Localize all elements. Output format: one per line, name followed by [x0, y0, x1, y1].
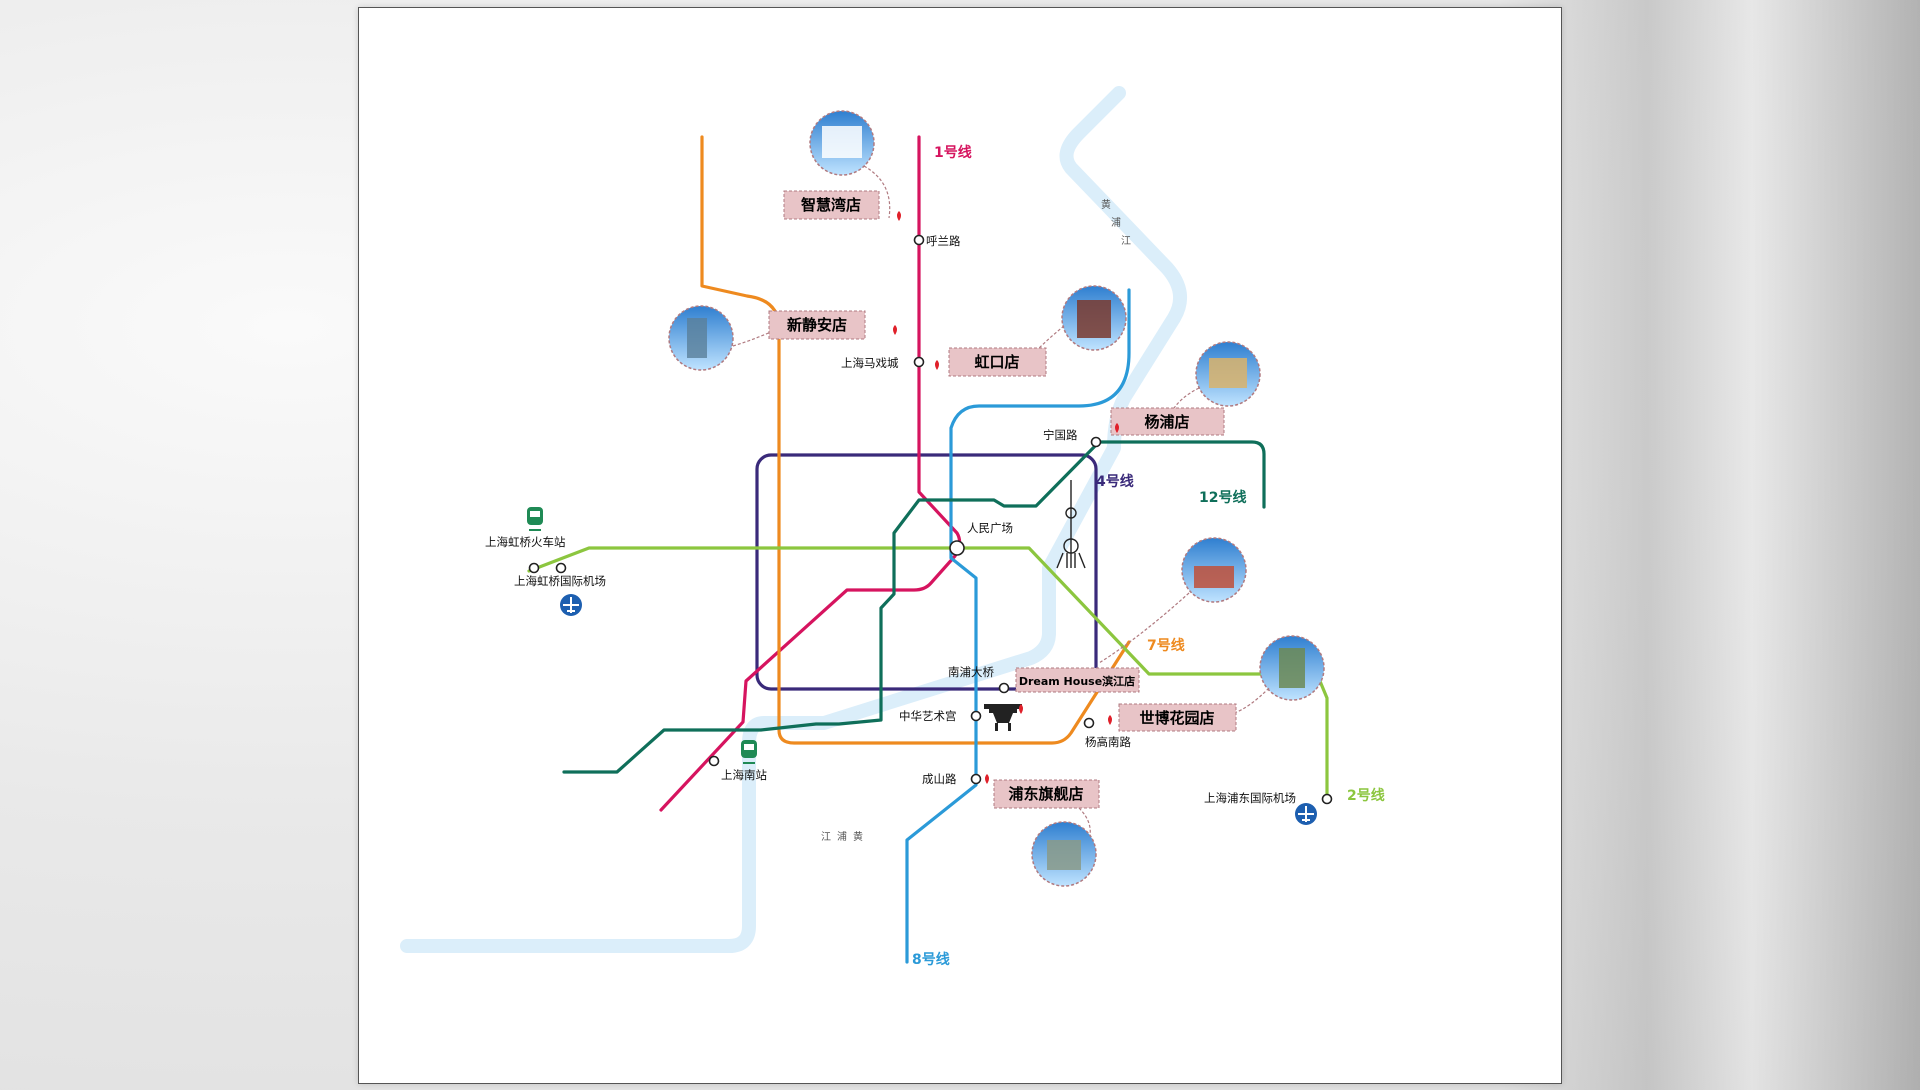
store-label: 智慧湾店	[801, 196, 861, 214]
line-7	[700, 135, 1131, 745]
station-south-station[interactable]	[708, 755, 720, 767]
store-label-box	[1015, 667, 1140, 693]
label-hongqiao-rail: 上海虹桥火车站	[485, 535, 566, 549]
location-pin-icon	[1115, 423, 1119, 433]
store-callout-zhihuiwan[interactable]: 智慧湾店	[783, 110, 901, 221]
line-1-label: 1号线	[934, 144, 972, 161]
airplane-icon	[1295, 803, 1317, 825]
store-label: Dream House滨江店	[1019, 674, 1135, 688]
china-pavilion-icon	[984, 704, 1022, 731]
station-hongqiao-airport[interactable]	[555, 562, 567, 574]
station-hulan[interactable]	[913, 234, 925, 246]
store-label-box	[768, 310, 866, 340]
line-2	[527, 546, 1329, 800]
station-china-art[interactable]	[970, 710, 982, 722]
train-icon	[741, 740, 757, 764]
store-callout-dreamhouse[interactable]: Dream House滨江店	[1015, 537, 1247, 714]
line-7-label: 7号线	[1147, 637, 1185, 654]
store-callout-pudong[interactable]: 浦东旗舰店	[985, 774, 1100, 887]
location-pin-icon	[1019, 704, 1023, 714]
store-label: 新静安店	[787, 316, 847, 334]
station-ningguo[interactable]	[1090, 436, 1102, 448]
river-label-b-2: 浦	[837, 830, 847, 843]
river-label-b-3: 江	[821, 831, 831, 843]
store-label: 杨浦店	[1144, 413, 1189, 431]
line-4-label: 4号线	[1096, 473, 1134, 490]
river-label-a-2: 浦	[1111, 216, 1121, 229]
location-pin-icon	[1108, 715, 1112, 725]
station-hongqiao-rail[interactable]	[528, 562, 540, 574]
line-12-label: 12号线	[1199, 489, 1246, 506]
store-callout-shibo[interactable]: 世博花园店	[1108, 635, 1325, 732]
store-callout-hongkou[interactable]: 虹口店	[935, 285, 1127, 377]
store-label-box	[948, 347, 1047, 377]
label-pudong-airport: 上海浦东国际机场	[1204, 791, 1296, 805]
line-4	[755, 453, 1098, 691]
label-china-art: 中华艺术宫	[899, 709, 957, 723]
airplane-icon	[560, 594, 582, 616]
label-hulan: 呼兰路	[926, 234, 961, 248]
station-yanggao-south[interactable]	[1083, 717, 1095, 729]
store-callout-yangpu[interactable]: 杨浦店	[1110, 341, 1261, 436]
line-12	[562, 440, 1266, 774]
label-circus: 上海马戏城	[841, 356, 899, 370]
river-label-a-1: 黄	[1101, 198, 1111, 211]
label-chengshan: 成山路	[922, 772, 957, 786]
station-circus[interactable]	[913, 356, 925, 368]
metro-map-panel: 1号线 4号线 12号线 7号线 2号线 8号线 黄 浦 江 黄 浦 江 呼兰路…	[358, 7, 1562, 1084]
store-label: 虹口店	[974, 353, 1019, 371]
line-8	[905, 288, 1131, 964]
label-south-station: 上海南站	[721, 768, 767, 782]
store-label-box	[1110, 407, 1225, 436]
background-shade	[1500, 0, 1920, 1090]
metro-map: 1号线 4号线 12号线 7号线 2号线 8号线 黄 浦 江 黄 浦 江 呼兰路…	[400, 86, 1385, 968]
line-2-label: 2号线	[1347, 787, 1385, 804]
line-1	[659, 135, 962, 812]
store-label-box	[993, 779, 1100, 809]
river-path	[400, 86, 1188, 953]
location-pin-icon	[935, 360, 939, 370]
river-label-a-3: 江	[1121, 235, 1131, 247]
store-label: 浦东旗舰店	[1008, 785, 1083, 803]
line-8-label: 8号线	[912, 951, 950, 968]
label-yanggao-south: 杨高南路	[1085, 735, 1131, 749]
store-label-box	[1118, 703, 1237, 732]
store-callout-xinjingan[interactable]: 新静安店	[668, 305, 897, 371]
label-nanpu-bridge: 南浦大桥	[948, 665, 994, 679]
station-nanpu-bridge[interactable]	[998, 682, 1010, 694]
station-peoples-square[interactable]	[949, 540, 965, 556]
store-label-box	[783, 190, 880, 220]
station-chengshan[interactable]	[970, 773, 982, 785]
station-pudong-airport[interactable]	[1321, 793, 1333, 805]
store-label: 世博花园店	[1139, 709, 1214, 727]
oriental-pearl-tower-icon	[1056, 480, 1086, 569]
location-pin-icon	[985, 774, 989, 784]
huangpu-river	[400, 86, 1188, 953]
train-icon	[527, 507, 543, 531]
stations	[528, 234, 1333, 805]
location-pin-icon	[897, 211, 901, 221]
river-label-b-1: 黄	[853, 830, 863, 843]
label-ningguo: 宁国路	[1043, 428, 1078, 442]
label-peoples-square: 人民广场	[967, 521, 1013, 535]
location-pin-icon	[893, 325, 897, 335]
label-hongqiao-airport: 上海虹桥国际机场	[514, 574, 606, 588]
